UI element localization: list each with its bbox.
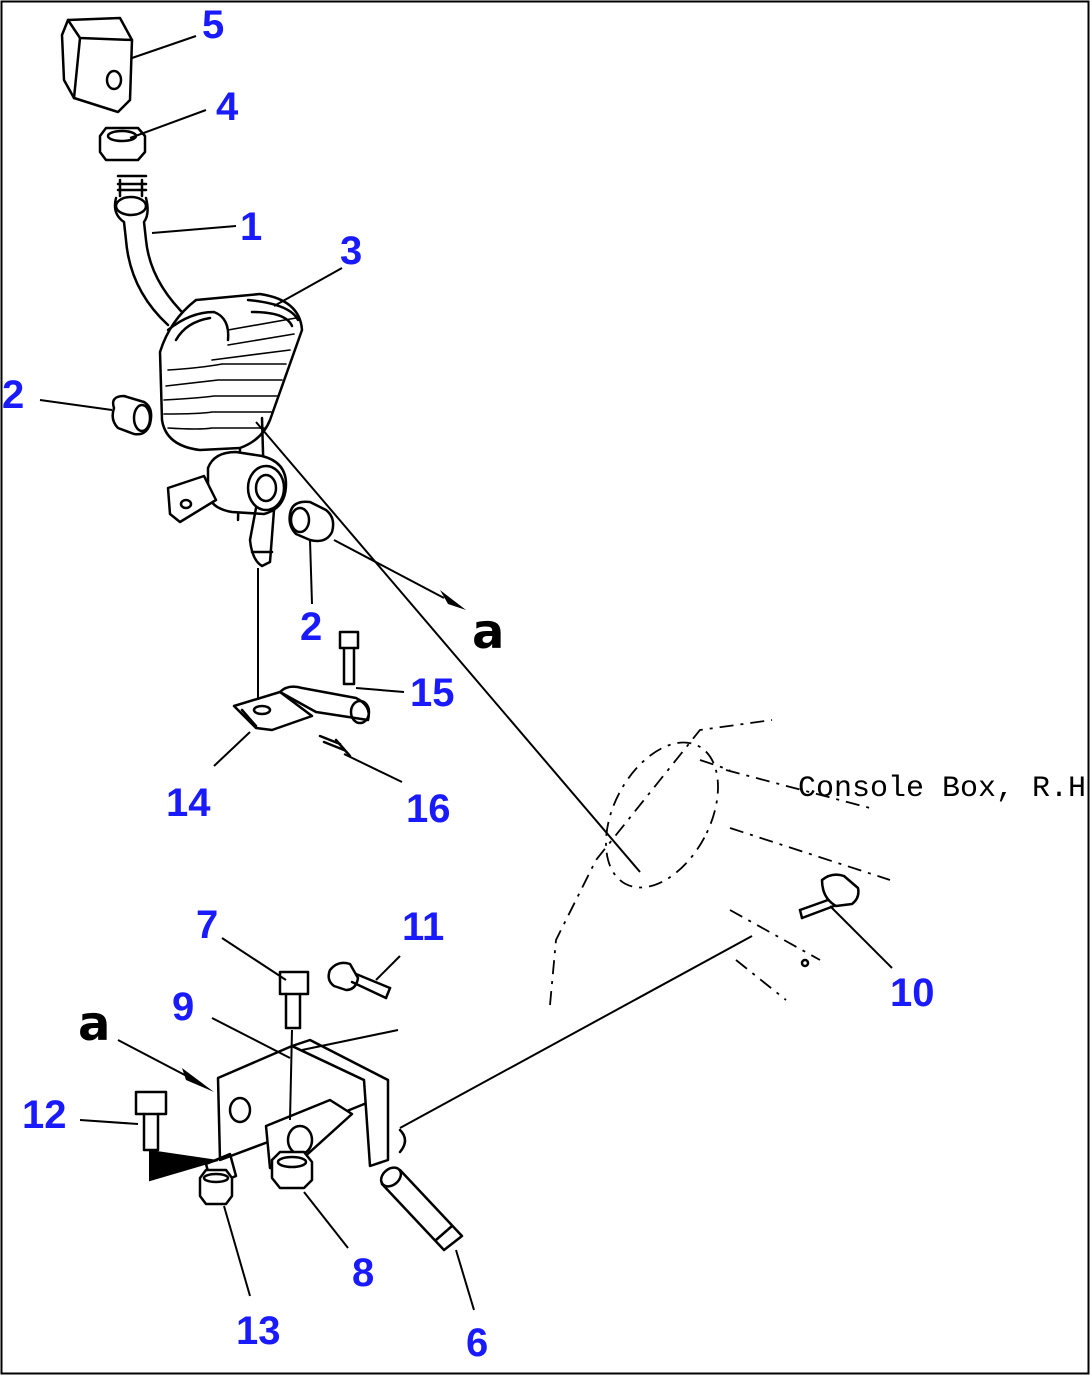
reference-mark-upper: a <box>472 604 504 660</box>
callout-2-left: 2 <box>2 373 24 417</box>
part-2-bushing-left <box>111 394 153 436</box>
arrowhead-a-lower <box>182 1068 214 1092</box>
callout-10: 10 <box>890 971 935 1015</box>
callout-8: 8 <box>352 1251 374 1295</box>
part-7-bolt <box>278 970 310 1030</box>
part-16-pin <box>318 734 352 758</box>
callout-15: 15 <box>410 671 455 715</box>
callout-5: 5 <box>202 3 224 47</box>
part-15-bolt <box>338 630 360 686</box>
callout-11: 11 <box>402 905 444 949</box>
part-5-knob <box>60 16 134 114</box>
callout-1: 1 <box>240 205 262 249</box>
part-12-bolt <box>134 1090 168 1152</box>
callout-4: 4 <box>216 85 239 129</box>
part-13-nut <box>198 1168 234 1206</box>
part-10-bolt <box>798 873 860 920</box>
callout-2-right: 2 <box>300 605 322 649</box>
part-3-boot <box>158 292 304 452</box>
part-11-bolt <box>327 961 392 1000</box>
part-1-lever <box>113 174 190 327</box>
callout-13: 13 <box>236 1309 281 1353</box>
callout-6: 6 <box>466 1321 488 1365</box>
callout-9: 9 <box>172 985 194 1029</box>
console-box-caption: Console Box, R.H. <box>798 772 1090 806</box>
lever-base-assembly <box>166 416 288 568</box>
leader-lines <box>39 35 893 1311</box>
part-4-nut <box>98 126 147 162</box>
part-14-plate <box>232 685 371 732</box>
alignment-lines <box>149 421 753 1182</box>
arrowhead-a-upper <box>440 590 466 610</box>
callout-3: 3 <box>340 229 362 273</box>
callout-14: 14 <box>166 781 211 825</box>
callout-12: 12 <box>22 1093 67 1137</box>
part-8-nut <box>270 1150 314 1190</box>
callout-16: 16 <box>406 787 451 831</box>
console-box-outline <box>549 719 891 1006</box>
part-6-pin <box>379 1166 464 1252</box>
callout-7: 7 <box>196 903 218 947</box>
reference-mark-lower: a <box>78 996 110 1052</box>
part-2-bushing-right <box>288 500 335 543</box>
